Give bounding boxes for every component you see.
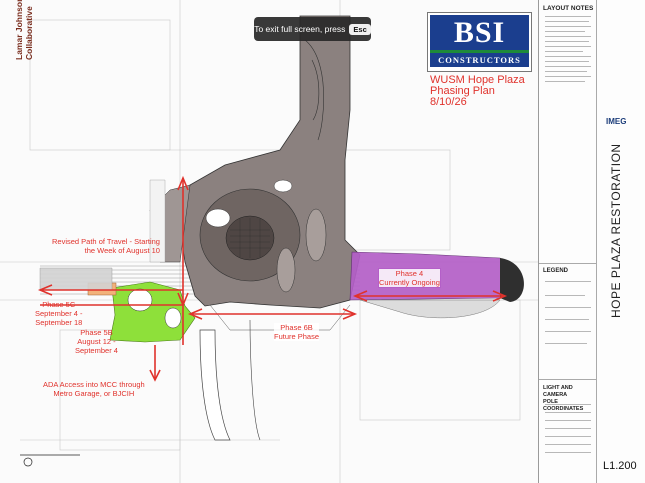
sheet-number: L1.200 (603, 460, 637, 472)
pole-title-line1: LIGHT AND CAMERA (543, 385, 573, 398)
path-label-line1: Revised Path of Travel - Starting (52, 237, 160, 246)
plan-title: WUSM Hope Plaza Phasing Plan 8/10/26 (430, 75, 525, 108)
path-of-travel-arrows (37, 175, 508, 382)
title-block: LAYOUT NOTES LEGEND (538, 0, 645, 483)
firm-logo-column (596, 0, 645, 483)
phase4-label-line2: Currently Ongoing (379, 278, 440, 287)
bsi-logo-stripe (430, 50, 529, 53)
layout-notes-section: LAYOUT NOTES (539, 2, 597, 264)
phase5c-label-line3: September 18 (35, 318, 83, 327)
phase5b-label-line3: September 4 (75, 346, 118, 355)
bsi-logo-name: BSI (430, 15, 529, 51)
phase4-label-line1: Phase 4 (395, 269, 424, 278)
legend-title: LEGEND (543, 268, 569, 274)
pole-title-line2: POLE COORDINATES (543, 399, 584, 412)
fountain-grid (230, 218, 270, 258)
project-title: HOPE PLAZA RESTORATION (609, 143, 623, 318)
firm-name-line2: Collaborative (24, 6, 34, 60)
phase5b-label: Phase 5B August 12 - September 4 (75, 328, 118, 355)
phase5b-label-line2: August 12 - (77, 337, 116, 346)
phase5c-label: Phase 5C September 4 - September 18 (35, 300, 83, 327)
phase5b-label-line1: Phase 5B (80, 328, 113, 337)
plan-title-line1: WUSM Hope Plaza (430, 74, 525, 86)
phase4-label: Phase 4 Currently Ongoing (378, 268, 441, 288)
pole-coordinates-title: LIGHT AND CAMERA POLE COORDINATES (543, 385, 597, 413)
plan-title-line3: 8/10/26 (430, 96, 467, 108)
pole-coordinates-section: LIGHT AND CAMERA POLE COORDINATES (539, 382, 597, 460)
phase5c-label-line1: Phase 5C (42, 300, 76, 309)
phase5c-label-line2: September 4 - (35, 309, 83, 318)
esc-key-badge[interactable]: Esc (349, 23, 371, 35)
site-plan-drawing (0, 0, 540, 483)
path-label-line2: the Week of August 10 (84, 246, 160, 255)
firm-name: Lamar Johnson Collaborative (14, 0, 34, 60)
path-of-travel-label: Revised Path of Travel - Starting the We… (52, 237, 160, 255)
layout-notes-title: LAYOUT NOTES (543, 5, 594, 12)
fullscreen-exit-banner: To exit full screen, press Esc (254, 17, 371, 41)
exit-fullscreen-text: To exit full screen, press (254, 24, 346, 34)
engineer-logo: IMEG (606, 117, 627, 126)
ada-label-line1: ADA Access into MCC through (43, 380, 145, 389)
ada-label-line2: Metro Garage, or BJCIH (53, 389, 135, 398)
firm-name-line1: Lamar Johnson (14, 0, 24, 60)
phase6b-label-line1: Phase 6B (280, 323, 313, 332)
phase6b-label: Phase 6B Future Phase (274, 323, 320, 341)
bsi-logo: BSI CONSTRUCTORS (427, 12, 532, 72)
phase6b-label-line2: Future Phase (274, 332, 320, 341)
ada-access-label: ADA Access into MCC through Metro Garage… (43, 380, 145, 398)
legend-section: LEGEND (539, 265, 597, 380)
bsi-logo-subtitle: CONSTRUCTORS (430, 53, 529, 67)
plan-title-line2: Phasing Plan (430, 85, 495, 97)
